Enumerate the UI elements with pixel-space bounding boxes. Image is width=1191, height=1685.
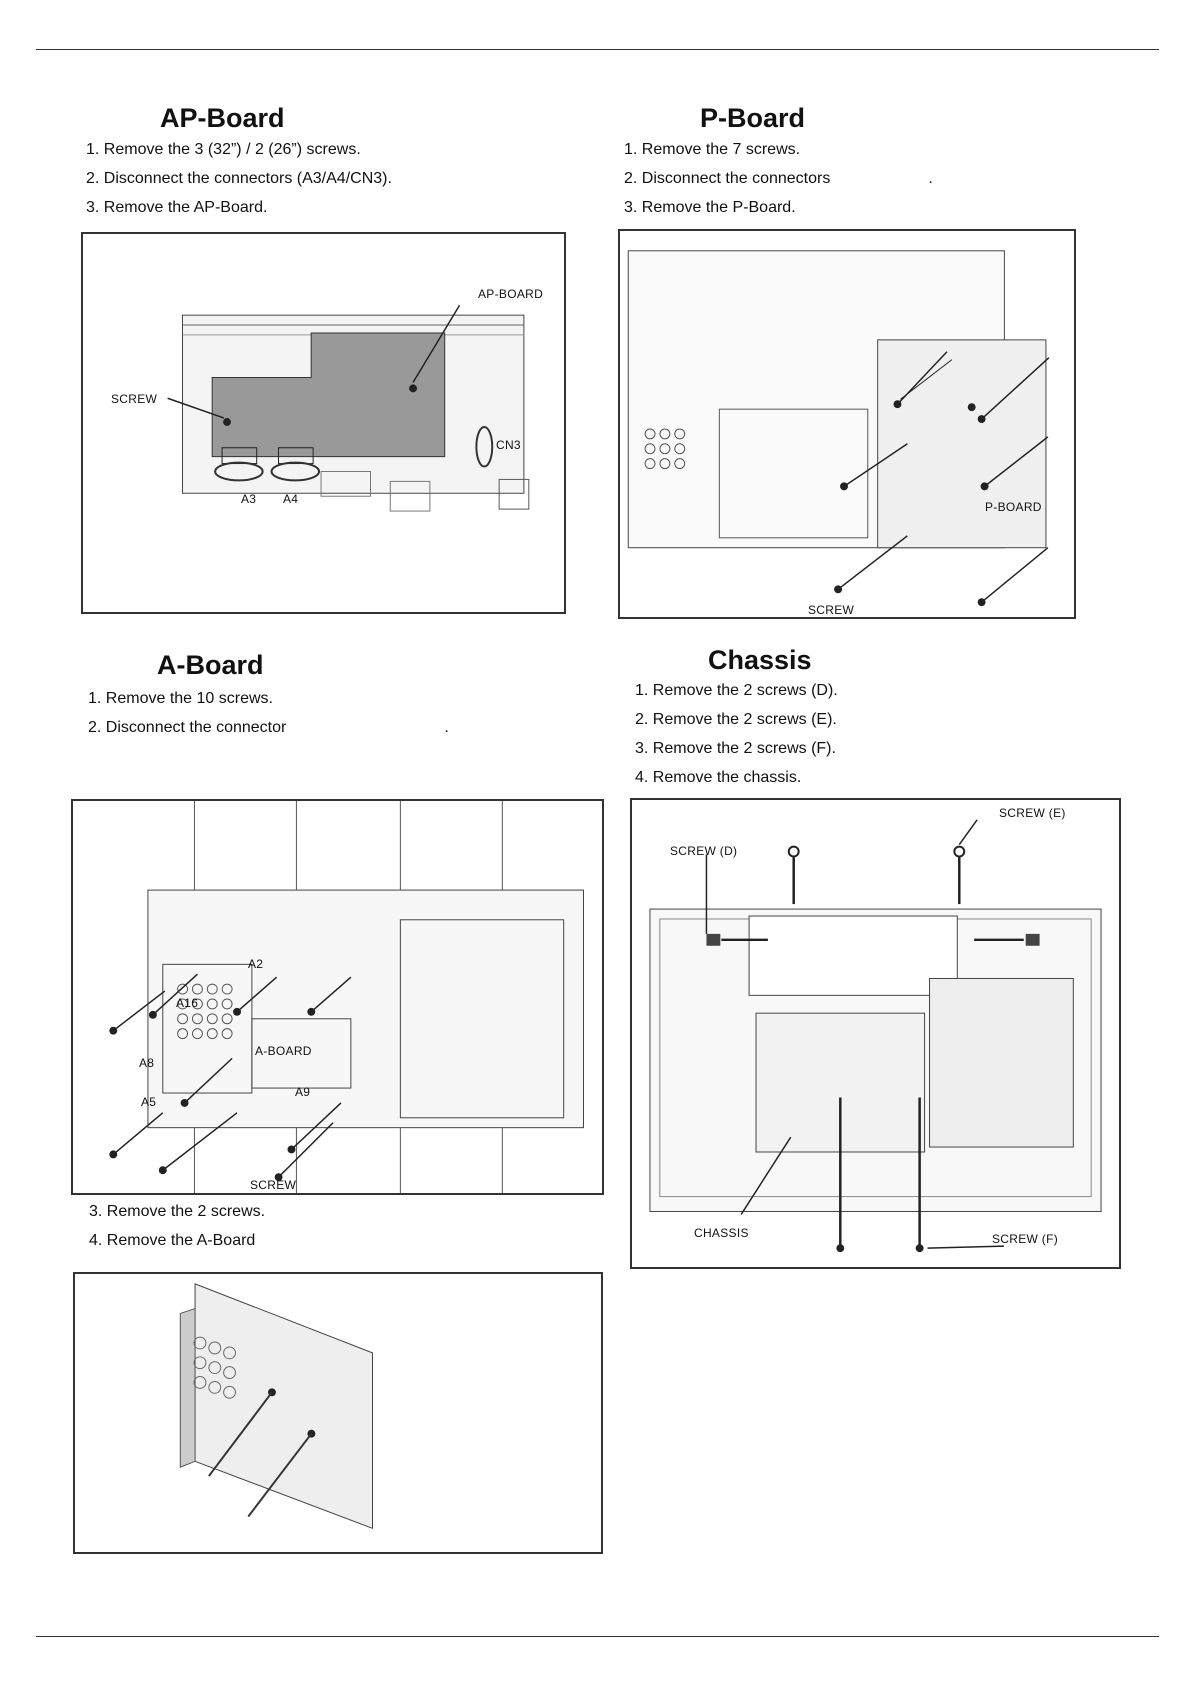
chassis-step-4: 4. Remove the chassis.	[635, 769, 802, 786]
p-step-1: 1. Remove the 7 screws.	[624, 141, 801, 158]
ap-step-3: 3. Remove the AP-Board.	[86, 199, 268, 216]
a-label-a8: A8	[139, 1056, 155, 1070]
chassis-figure: SCREW (D) SCREW (E) CHASSIS SCREW (F)	[630, 798, 1121, 1269]
p-step-2: 2. Disconnect the connectors.	[624, 164, 933, 193]
a-step-2-text: 2. Disconnect the connector	[88, 719, 287, 736]
a-board-removal-figure	[73, 1272, 603, 1554]
chassis-diagram	[649, 819, 1102, 1253]
a-label-screw: SCREW	[250, 1178, 297, 1192]
a-label-a9: A9	[295, 1085, 311, 1099]
chassis-label-chassis: CHASSIS	[694, 1226, 749, 1240]
ap-step-2: 2. Disconnect the connectors (A3/A4/CN3)…	[86, 170, 392, 187]
chassis-step-1: 1. Remove the 2 screws (D).	[635, 682, 838, 699]
p-step-2-text: 2. Disconnect the connectors	[624, 170, 831, 187]
a-label-a16: A16	[176, 996, 199, 1010]
p-step-3: 3. Remove the P-Board.	[624, 199, 796, 216]
a-label-board: A-BOARD	[255, 1044, 312, 1058]
a-step-1: 1. Remove the 10 screws.	[88, 690, 273, 707]
ap-board-steps: 1. Remove the 3 (32”) / 2 (26”) screws. …	[86, 135, 392, 222]
a-board-steps: 1. Remove the 10 screws. 2. Disconnect t…	[88, 684, 449, 742]
a-step-3: 3. Remove the 2 screws.	[89, 1203, 266, 1220]
p-step-2-tail: .	[928, 170, 933, 187]
top-rule	[36, 49, 1159, 50]
p-label-screw: SCREW	[808, 603, 855, 617]
ap-label-a4: A4	[283, 492, 299, 506]
ap-board-figure: AP-BOARD SCREW CN3 A3 A4	[81, 232, 566, 614]
chassis-step-2: 2. Remove the 2 screws (E).	[635, 711, 837, 728]
a-step-2-tail: .	[444, 719, 449, 736]
a-label-a5: A5	[141, 1095, 157, 1109]
a-board-figure: A2 A16 A8 A5 A9 A-BOARD SCREW	[71, 799, 604, 1195]
ap-label-board: AP-BOARD	[478, 287, 544, 301]
chassis-steps: 1. Remove the 2 screws (D). 2. Remove th…	[635, 676, 838, 792]
chassis-label-screw-e: SCREW (E)	[999, 806, 1066, 820]
chassis-label-screw-f: SCREW (F)	[992, 1232, 1059, 1246]
p-board-steps: 1. Remove the 7 screws. 2. Disconnect th…	[624, 135, 933, 222]
ap-label-a3: A3	[241, 492, 257, 506]
a-step-4: 4. Remove the A-Board	[89, 1232, 256, 1249]
a-label-a2: A2	[248, 957, 264, 971]
ap-board-title: AP-Board	[160, 103, 285, 133]
ap-step-1: 1. Remove the 3 (32”) / 2 (26”) screws.	[86, 141, 361, 158]
ap-board-diagram	[167, 304, 530, 512]
a-board-title: A-Board	[157, 650, 264, 680]
ap-label-cn3: CN3	[496, 438, 521, 452]
p-board-title: P-Board	[700, 103, 806, 133]
ap-label-screw: SCREW	[111, 392, 158, 406]
chassis-title: Chassis	[708, 645, 812, 675]
a-board-diagram	[109, 801, 584, 1193]
a-board-removal-diagram	[179, 1283, 373, 1530]
bottom-rule	[36, 1636, 1159, 1637]
p-board-diagram	[627, 250, 1050, 607]
chassis-label-screw-d: SCREW (D)	[670, 844, 738, 858]
p-board-figure: P-BOARD SCREW	[618, 229, 1076, 619]
a-step-2: 2. Disconnect the connector.	[88, 713, 449, 742]
chassis-step-3: 3. Remove the 2 screws (F).	[635, 740, 836, 757]
p-label-board: P-BOARD	[985, 500, 1042, 514]
a-board-steps-2: 3. Remove the 2 screws. 4. Remove the A-…	[89, 1197, 265, 1255]
